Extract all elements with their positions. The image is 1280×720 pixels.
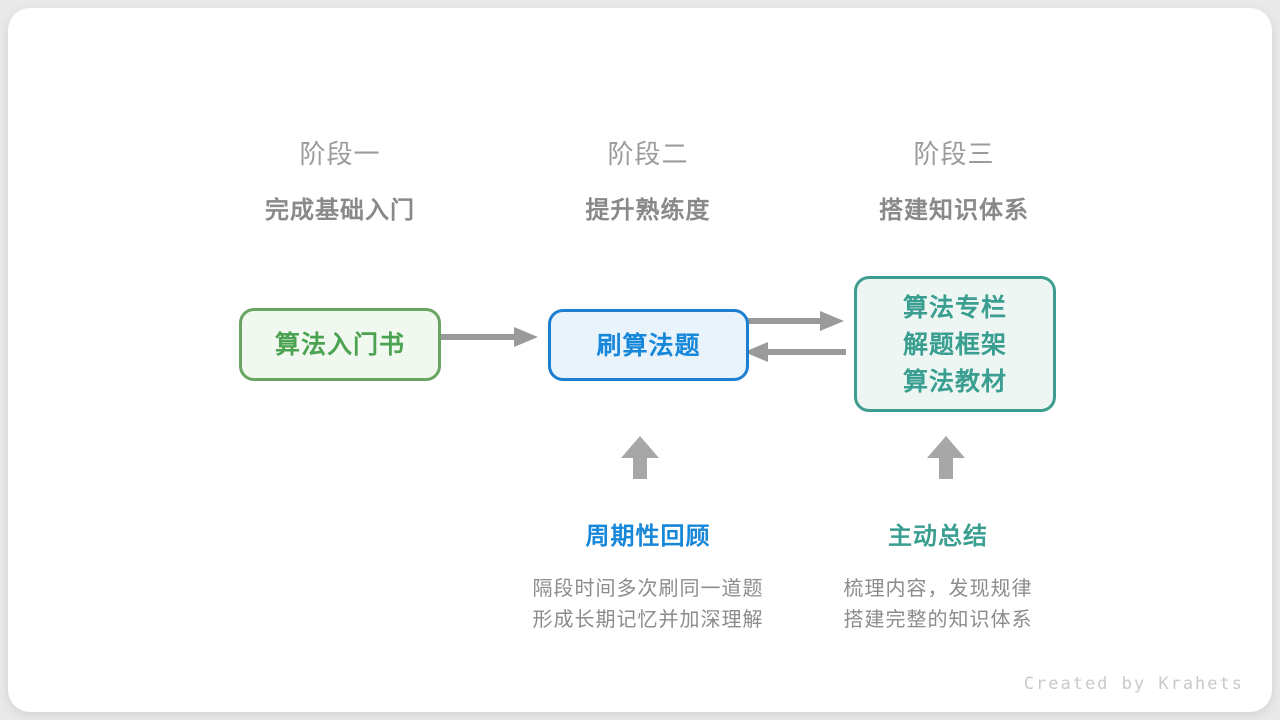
node-resources-line-3: 算法教材	[902, 366, 1007, 396]
stage-1-subtitle: 完成基础入门	[265, 196, 415, 224]
annotation-periodic-review-title: 周期性回顾	[585, 522, 711, 550]
stage-2-subtitle: 提升熟练度	[585, 196, 711, 224]
stage-3-title: 阶段三	[913, 140, 995, 170]
annotation-periodic-review-desc-line-2: 形成长期记忆并加深理解	[532, 607, 764, 631]
node-resources-line-2: 解题框架	[902, 329, 1007, 359]
stage-1-title: 阶段一	[299, 140, 381, 170]
arrow-review-up	[621, 436, 659, 479]
credit-text: Created by Krahets	[1023, 674, 1244, 694]
node-intro-book-label: 算法入门书	[274, 330, 405, 359]
arrow-practice-to-resources	[744, 311, 844, 331]
annotation-periodic-review: 周期性回顾 隔段时间多次刷同一道题 形成长期记忆并加深理解	[488, 516, 808, 635]
diagram-card: 阶段一 完成基础入门 阶段二 提升熟练度 阶段三 搭建知识体系	[8, 8, 1272, 712]
node-intro-book: 算法入门书	[239, 308, 441, 381]
stage-header-1: 阶段一 完成基础入门	[220, 134, 460, 225]
node-knowledge-resources: 算法专栏 解题框架 算法教材	[854, 276, 1056, 412]
annotation-active-summary-desc: 梳理内容，发现规律 搭建完整的知识体系	[778, 573, 1098, 635]
annotation-active-summary-desc-line-1: 梳理内容，发现规律	[843, 576, 1033, 600]
arrow-summary-up	[927, 436, 965, 479]
annotation-periodic-review-desc: 隔段时间多次刷同一道题 形成长期记忆并加深理解	[488, 573, 808, 635]
stage-header-2: 阶段二 提升熟练度	[528, 134, 768, 225]
arrow-resources-to-practice	[744, 342, 846, 362]
annotation-active-summary: 主动总结 梳理内容，发现规律 搭建完整的知识体系	[778, 516, 1098, 635]
stage-header-3: 阶段三 搭建知识体系	[834, 134, 1074, 225]
annotation-active-summary-title: 主动总结	[888, 522, 988, 550]
node-resources-line-1: 算法专栏	[902, 292, 1007, 322]
annotation-periodic-review-desc-line-1: 隔段时间多次刷同一道题	[532, 576, 764, 600]
arrow-intro-to-practice	[436, 327, 538, 347]
stage-2-title: 阶段二	[607, 140, 689, 170]
node-practice-problems: 刷算法题	[548, 309, 749, 381]
annotation-active-summary-desc-line-2: 搭建完整的知识体系	[843, 607, 1033, 631]
stage-3-subtitle: 搭建知识体系	[879, 196, 1029, 224]
node-practice-problems-label: 刷算法题	[596, 330, 701, 360]
